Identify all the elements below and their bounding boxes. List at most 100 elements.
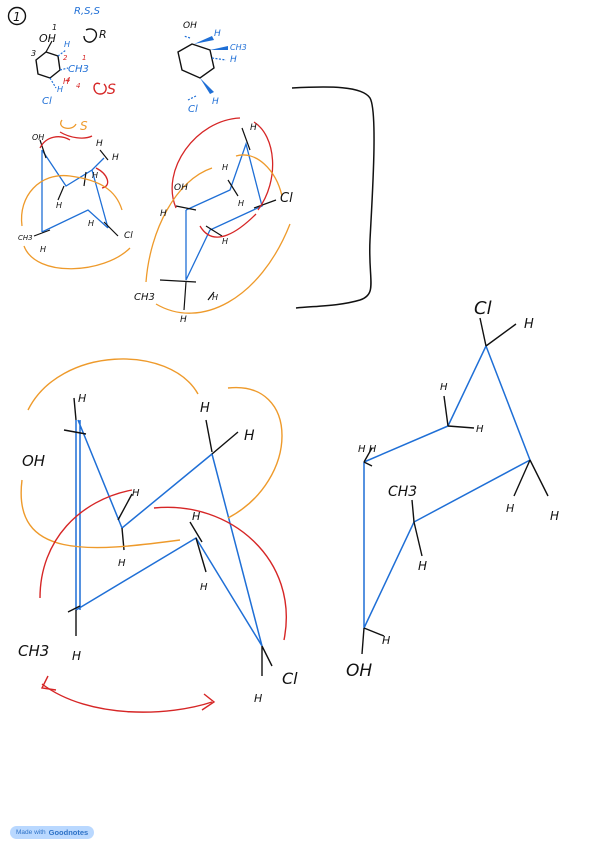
big-chair-left-ch3: CH3 — [18, 642, 49, 660]
small-chair-right-red-1 — [171, 117, 241, 209]
big-chair-left-h-center2: H — [200, 582, 208, 593]
small-chair-left-h3: H — [92, 171, 98, 180]
big-chair-left-red-arrowhead-l — [40, 675, 57, 691]
big-chair-right-h-top-right: H — [524, 317, 534, 332]
bond-cl-hash — [49, 77, 57, 89]
cyclohexane-2d-wedge — [177, 35, 228, 101]
big-chair-left-orange-top — [27, 358, 199, 411]
hash-bottom — [187, 95, 197, 101]
label-s-arrow: S — [107, 82, 116, 98]
big-chair-left-h-center: H — [192, 510, 200, 523]
problem-number-text: 1 — [13, 10, 21, 24]
big-chair-left-h-mid2: H — [118, 558, 126, 569]
small-chair-right-cl: Cl — [280, 191, 293, 206]
small-chair-left-orange-s — [60, 119, 77, 130]
big-chair-right-hh-left: H H — [358, 444, 377, 455]
small-chair-left-orange-1 — [20, 174, 123, 227]
small-chair-left-oh: OH — [32, 133, 44, 142]
label-num-3: 3 — [31, 49, 36, 58]
small-chair-left-bonds — [41, 149, 109, 233]
small-chair-left-orange-2 — [23, 245, 131, 270]
big-chair-left-cl: Cl — [282, 669, 298, 688]
big-chair-right-h-mid: H — [418, 559, 427, 573]
hexagon-2d-wedge — [177, 43, 215, 79]
small-chair-right-h7: H — [180, 315, 187, 325]
big-chair-left-red-bottom — [41, 683, 213, 713]
big-chair-right-oh: OH — [346, 661, 372, 681]
label-ch3-wedge: CH3 — [230, 43, 247, 52]
small-chair-right-red-2 — [199, 213, 257, 238]
big-chair-right-h-upper2: H — [476, 424, 484, 435]
bond-h-hash — [57, 49, 67, 57]
goodnotes-badge[interactable]: Made with Goodnotes — [10, 826, 95, 839]
small-chair-left-ch3: CH3 — [18, 234, 33, 242]
hash-right — [211, 57, 227, 61]
big-chair-right-substituents — [361, 317, 549, 655]
label-small-4b: 4 — [76, 82, 80, 90]
label-oh-wedge: OH — [183, 21, 197, 31]
big-chair-left-oh: OH — [22, 452, 45, 470]
label-oh-2d: OH — [39, 32, 56, 45]
small-chair-left-red-3 — [59, 131, 93, 139]
wedge-ch3 — [210, 46, 228, 50]
small-chair-left-h5: H — [88, 219, 94, 228]
big-chair-left — [20, 358, 287, 713]
cyclohexane-2d — [35, 40, 69, 89]
hash-top — [183, 35, 191, 39]
small-chair-left — [20, 119, 131, 270]
label-h-wedge-right: H — [230, 55, 237, 65]
small-chair-left-cl: Cl — [124, 231, 133, 241]
small-chair-right-orange-3 — [235, 154, 283, 197]
problem-number: 1 — [7, 6, 27, 26]
s-rotation-arrow — [93, 82, 107, 95]
label-small-4a: 4 — [66, 76, 70, 84]
label-small-1: 1 — [82, 54, 86, 62]
small-chair-left-red-1 — [39, 136, 71, 149]
label-cl-2d: Cl — [42, 96, 52, 107]
big-chair-left-orange-left — [20, 479, 181, 549]
big-chair-left-h-top-right: H — [200, 401, 210, 416]
big-chair-left-h-right: H — [244, 428, 255, 444]
big-chair-left-h-mid: H — [132, 488, 140, 499]
big-chair-right-cl: Cl — [474, 298, 492, 319]
r-rotation-arrow — [83, 28, 98, 43]
wedge-cl — [200, 78, 214, 94]
label-r-arrow: R — [99, 28, 107, 41]
big-chair-left-orange-right — [227, 387, 283, 519]
wedge-oh — [194, 36, 214, 44]
small-chair-right-substituents — [159, 127, 277, 311]
problem-number-circle — [7, 6, 27, 26]
small-chair-right-h4: H — [160, 209, 167, 219]
small-chair-left-s: S — [80, 119, 88, 133]
small-chair-right-bonds — [185, 141, 263, 281]
bond-oh — [45, 40, 53, 53]
big-chair-right — [361, 317, 549, 655]
label-small-2: 2 — [63, 54, 68, 62]
small-chair-right-oh: OH — [174, 183, 188, 193]
label-h-wedge-top: H — [214, 29, 221, 39]
small-chair-right-h5: H — [222, 237, 228, 246]
small-chair-left-h4: H — [56, 201, 62, 210]
label-ch3-2d: CH3 — [68, 64, 89, 75]
small-chair-right-ch3: CH3 — [134, 292, 155, 303]
big-chair-left-h-bottom: H — [254, 692, 262, 705]
big-chair-left-h-bottom-left: H — [72, 649, 81, 663]
badge-made-with: Made with — [16, 829, 46, 836]
small-chair-right-red-3 — [253, 121, 274, 211]
small-chair-right-orange-2 — [155, 223, 291, 314]
label-h-2d-a: H — [64, 40, 70, 49]
big-chair-right-h-low: H — [382, 634, 390, 647]
label-num-1: 1 — [52, 23, 57, 32]
configuration-label: R,S,S — [74, 6, 101, 17]
big-chair-left-red-right — [153, 506, 287, 641]
bond-ch3-hash — [59, 67, 69, 71]
small-chair-left-h1: H — [96, 139, 103, 149]
small-chair-right-h6: H — [212, 293, 218, 302]
small-chair-right — [145, 117, 291, 314]
label-cl-wedge: Cl — [188, 104, 198, 115]
small-chair-right-h1: H — [250, 123, 257, 133]
big-chair-left-h-top-left: H — [78, 392, 86, 405]
big-chair-right-h-right2: H — [550, 509, 559, 523]
big-chair-right-ch3: CH3 — [388, 484, 417, 500]
